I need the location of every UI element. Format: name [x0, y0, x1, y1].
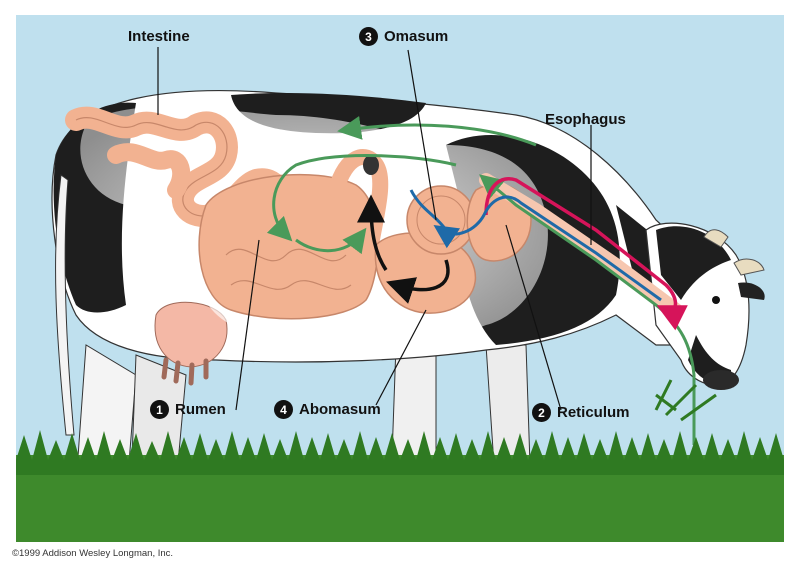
food-flow-paths [266, 116, 696, 445]
rumen-label: 1 Rumen [150, 400, 226, 419]
rumen-number-badge: 1 [150, 400, 169, 419]
abomasum-number-badge: 4 [274, 400, 293, 419]
rumen [198, 173, 379, 320]
green-path-rumen [266, 154, 457, 242]
omasum-label: 3 Omasum [359, 27, 448, 46]
black-path-digest [386, 259, 450, 304]
red-path-regurgitate [484, 177, 688, 331]
copyright-credit: ©1999 Addison Wesley Longman, Inc. [12, 548, 174, 559]
diagram-canvas: Intestine 3 Omasum Esophagus 1 Rumen 4 A… [16, 15, 784, 542]
reticulum-number-badge: 2 [532, 403, 551, 422]
green-path-top [337, 116, 537, 147]
blue-path-cud [433, 195, 662, 302]
label-leader-lines [157, 47, 592, 411]
omasum-number-badge: 3 [359, 27, 378, 46]
reticulum-label: 2 Reticulum [532, 403, 630, 422]
esophagus-label: Esophagus [545, 111, 626, 128]
grass [16, 379, 784, 542]
cow-digestive-diagram [16, 15, 784, 542]
intestine-label: Intestine [128, 28, 190, 45]
abomasum-label: 4 Abomasum [274, 400, 381, 419]
green-path-rumen-loop [295, 227, 367, 255]
